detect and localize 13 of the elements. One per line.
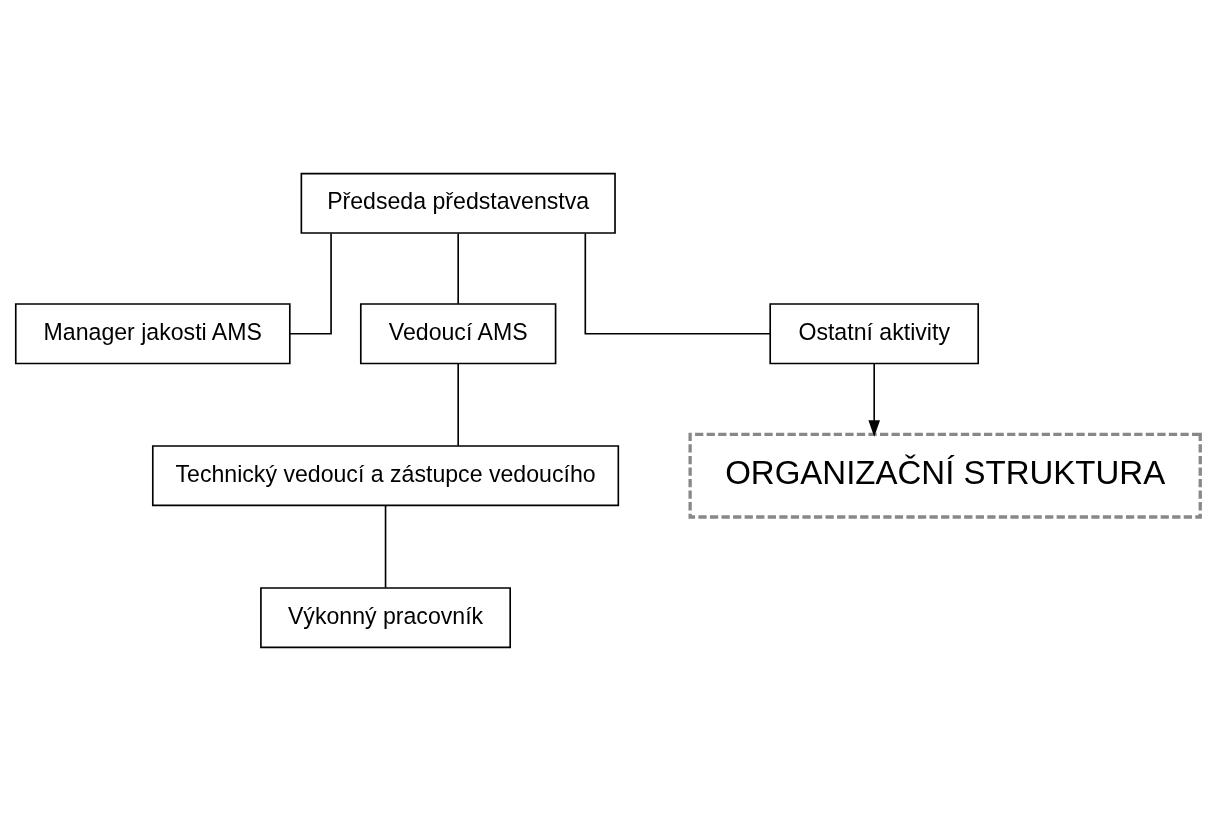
node-box: Předseda představenstva bbox=[300, 172, 616, 234]
connector bbox=[289, 232, 332, 335]
connector bbox=[584, 232, 771, 335]
node-box: Technický vedoucí a zástupce vedoucího bbox=[151, 444, 620, 506]
node-box: Vedoucí AMS bbox=[359, 302, 557, 364]
connector bbox=[457, 362, 459, 446]
node-box: ORGANIZAČNÍ STRUKTURA bbox=[688, 432, 1202, 519]
arrow bbox=[868, 362, 880, 437]
node-box: Výkonný pracovník bbox=[260, 586, 511, 648]
node-box: Ostatní aktivity bbox=[769, 302, 980, 364]
connector bbox=[384, 504, 387, 588]
node-box: Manager jakosti AMS bbox=[14, 302, 291, 364]
connector bbox=[457, 232, 459, 304]
